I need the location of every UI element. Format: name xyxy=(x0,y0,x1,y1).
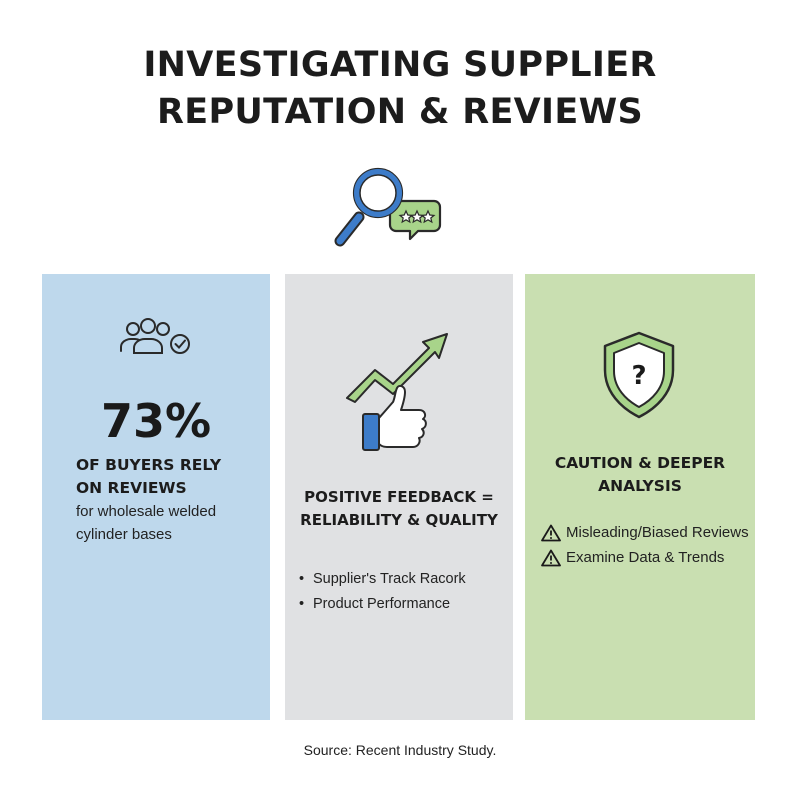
warning-triangle-icon xyxy=(541,549,561,566)
caution-panel: ? CAUTION & DEEPER ANALYSIS Misleading/B… xyxy=(525,274,755,720)
buyers-subtext-line-2: cylinder bases xyxy=(76,526,172,543)
warning-item: Misleading/Biased Reviews xyxy=(541,520,749,545)
group-check-icon xyxy=(120,318,190,354)
caution-heading: CAUTION & DEEPER ANALYSIS xyxy=(525,452,755,498)
page-title-line-1: INVESTIGATING SUPPLIER xyxy=(143,45,657,85)
shield-question-icon: ? xyxy=(603,331,675,419)
caution-warning-list: Misleading/Biased Reviews Examine Data &… xyxy=(541,520,749,570)
buyers-heading-line-1: OF BUYERS RELY xyxy=(76,456,222,474)
warning-text: Examine Data & Trends xyxy=(566,549,725,566)
positive-heading-line-2: RELIABILITY & QUALITY xyxy=(300,511,498,529)
buyers-stat: 73% xyxy=(100,394,212,448)
warning-text: Misleading/Biased Reviews xyxy=(566,524,749,541)
bullet-text: Supplier's Track Racork xyxy=(313,571,466,587)
bullet-item: •Product Performance xyxy=(299,596,451,612)
page-title: INVESTIGATING SUPPLIER REPUTATION & REVI… xyxy=(0,42,800,136)
buyers-subtext-line-1: for wholesale welded xyxy=(76,503,217,520)
positive-bullet-list: •Supplier's Track Racork •Product Perfor… xyxy=(299,567,466,617)
buyers-subtext: for wholesale welded cylinder bases xyxy=(76,500,216,546)
buyers-heading: OF BUYERS RELY ON REVIEWS xyxy=(76,454,221,500)
trend-thumbs-up-icon xyxy=(346,333,448,451)
bullet-item: •Supplier's Track Racork xyxy=(299,571,466,587)
bullet-text: Product Performance xyxy=(313,596,451,612)
positive-feedback-panel: POSITIVE FEEDBACK = RELIABILITY & QUALIT… xyxy=(285,274,513,720)
caution-heading-line-2: ANALYSIS xyxy=(598,477,682,495)
source-note: Source: Recent Industry Study. xyxy=(303,742,497,758)
buyers-heading-line-2: ON REVIEWS xyxy=(76,479,187,497)
page-title-line-2: REPUTATION & REVIEWS xyxy=(157,92,643,132)
positive-heading-line-1: POSITIVE FEEDBACK = xyxy=(304,488,494,506)
magnifier-review-stars-icon xyxy=(334,167,442,247)
warning-item: Examine Data & Trends xyxy=(541,545,749,570)
caution-heading-line-1: CAUTION & DEEPER xyxy=(554,454,726,472)
buyers-reviews-panel: 73% OF BUYERS RELY ON REVIEWS for wholes… xyxy=(42,274,270,720)
warning-triangle-icon xyxy=(541,524,561,541)
svg-text:?: ? xyxy=(631,361,646,391)
positive-heading: POSITIVE FEEDBACK = RELIABILITY & QUALIT… xyxy=(285,486,513,532)
